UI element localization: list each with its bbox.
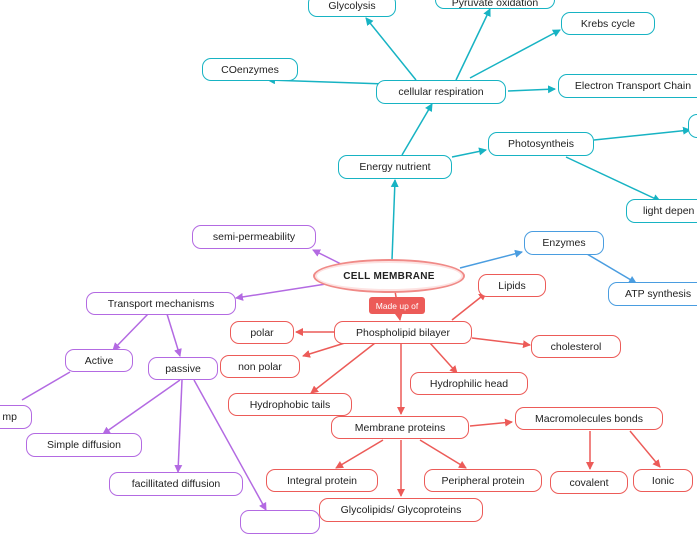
- node-phospholipid-bilayer[interactable]: Phospholipid bilayer: [334, 321, 472, 344]
- edge-proteins-macro: [469, 418, 513, 427]
- node-membrane-proteins[interactable]: Membrane proteins: [331, 416, 469, 439]
- edge-cellresp-pyruvate: [455, 8, 491, 81]
- edge-transport-active: [112, 313, 149, 351]
- edge-enzymes-atp: [586, 253, 637, 284]
- node-semi-permeability[interactable]: semi-permeability: [192, 225, 316, 249]
- edge-cellresp-krebs: [469, 29, 561, 79]
- node-offscreen-purple[interactable]: [240, 510, 320, 534]
- node-electron-transport-chain[interactable]: Electron Transport Chain: [558, 74, 697, 98]
- edge-central-transport: [235, 283, 327, 301]
- node-light-dependent[interactable]: light depen: [626, 199, 697, 223]
- edge-passive-offscreen: [193, 379, 267, 511]
- node-transport-mechanisms[interactable]: Transport mechanisms: [86, 292, 236, 315]
- edge-energy-photo: [451, 147, 487, 158]
- edge-macro-ionic: [629, 430, 661, 468]
- node-hydrophobic-tails[interactable]: Hydrophobic tails: [228, 393, 352, 416]
- edge-central-energy: [390, 179, 399, 261]
- node-pyruvate-oxidation[interactable]: Pyruvate oxidation: [435, 0, 555, 9]
- edge-photo-light: [565, 156, 661, 202]
- node-ionic[interactable]: Ionic: [633, 469, 693, 492]
- edge-energy-cellresp: [401, 103, 433, 156]
- node-lipids[interactable]: Lipids: [478, 274, 546, 297]
- node-glycolysis[interactable]: Glycolysis: [308, 0, 396, 17]
- node-covalent[interactable]: covalent: [550, 471, 628, 494]
- node-atp-synthesis[interactable]: ATP synthesis: [608, 282, 697, 306]
- edge-cellresp-glycolysis: [365, 17, 417, 81]
- node-macromolecules-bonds[interactable]: Macromolecules bonds: [515, 407, 663, 430]
- edge-active-pump: [21, 371, 71, 401]
- central-topic[interactable]: CELL MEMBRANE: [313, 259, 465, 293]
- edge-passive-simple: [102, 379, 181, 435]
- node-passive[interactable]: passive: [148, 357, 218, 380]
- node-cellular-respiration[interactable]: cellular respiration: [376, 80, 506, 104]
- link-label-made-up-of: Made up of: [369, 297, 425, 314]
- edge-phospholipid-hydrophilic: [429, 342, 458, 374]
- node-polar[interactable]: polar: [230, 321, 294, 344]
- edge-cellresp-etc: [507, 85, 556, 94]
- edge-photo-offscreen: [593, 126, 691, 141]
- node-cholesterol[interactable]: cholesterol: [531, 335, 621, 358]
- edge-proteins-peripheral: [419, 439, 467, 469]
- node-photosynthesis[interactable]: Photosyntheis: [488, 132, 594, 156]
- edge-phospholipid-lipids: [451, 292, 487, 321]
- edge-phospholipid-cholesterol: [471, 337, 531, 349]
- edge-proteins-integral: [335, 439, 384, 469]
- edge-central-enzymes: [459, 249, 523, 269]
- node-active[interactable]: Active: [65, 349, 133, 372]
- node-integral-protein[interactable]: Integral protein: [266, 469, 378, 492]
- node-offscreen-teal[interactable]: [688, 114, 697, 138]
- node-glycolipids-glycoproteins[interactable]: Glycolipids/ Glycoproteins: [319, 498, 483, 522]
- node-pump[interactable]: mp: [0, 405, 32, 429]
- node-peripheral-protein[interactable]: Peripheral protein: [424, 469, 542, 492]
- node-krebs-cycle[interactable]: Krebs cycle: [561, 12, 655, 35]
- node-hydrophilic-head[interactable]: Hydrophilic head: [410, 372, 528, 395]
- node-non-polar[interactable]: non polar: [220, 355, 300, 378]
- node-facilitated-diffusion[interactable]: facillitated diffusion: [109, 472, 243, 496]
- edge-phospholipid-hydrophobic: [310, 342, 376, 394]
- node-coenzymes[interactable]: COenzymes: [202, 58, 298, 81]
- edge-transport-passive: [166, 313, 182, 357]
- node-energy-nutrient[interactable]: Energy nutrient: [338, 155, 452, 179]
- node-simple-diffusion[interactable]: Simple diffusion: [26, 433, 142, 457]
- edge-phospholipid-nonpolar: [302, 341, 349, 358]
- node-enzymes[interactable]: Enzymes: [524, 231, 604, 255]
- edge-passive-facilitated: [174, 379, 183, 473]
- connector-layer: [21, 8, 691, 511]
